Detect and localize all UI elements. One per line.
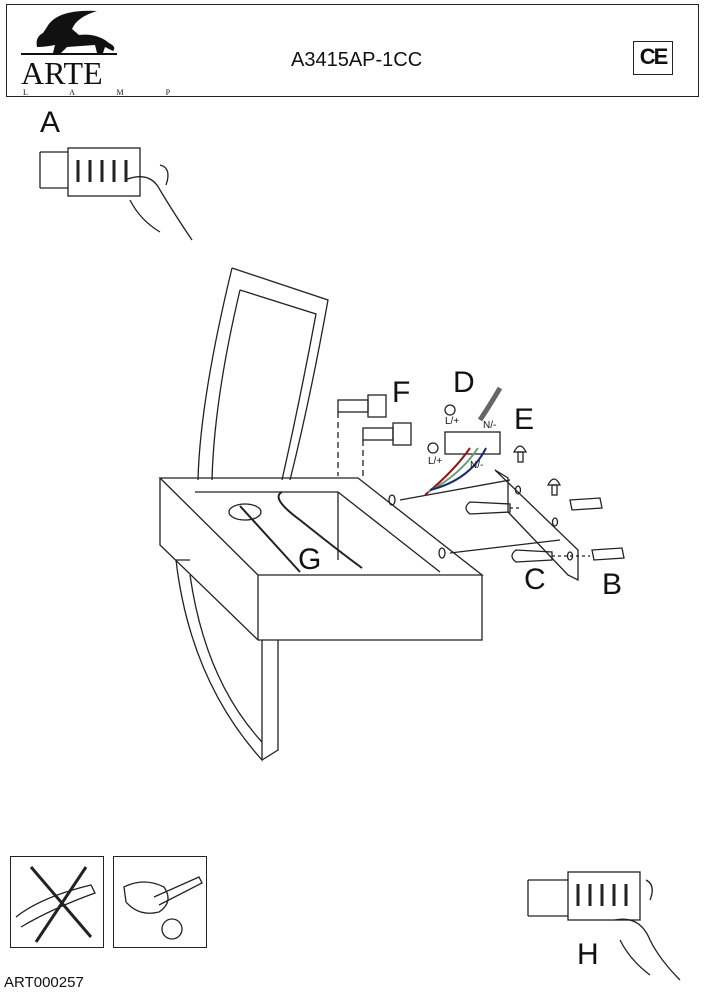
ce-mark: CE <box>633 41 673 75</box>
live-label-top: L/+ <box>445 416 460 427</box>
model-number: A3415AP-1CC <box>291 49 423 71</box>
correct-handling-panel <box>113 856 207 948</box>
screws-c <box>465 501 590 563</box>
step-label-c: C <box>524 563 546 596</box>
terminal-block-step-h <box>527 871 681 981</box>
step-label-b: B <box>602 568 623 601</box>
lamp-base-box <box>158 477 561 641</box>
brand-logo-text: ARTE <box>21 55 103 91</box>
lion-logo-icon <box>21 10 117 55</box>
mounting-bracket <box>494 469 579 582</box>
neutral-label-bottom: N/- <box>470 460 484 471</box>
step-label-g: G <box>298 543 322 576</box>
step-label-d: D <box>453 366 475 399</box>
brand-logo-subtext: L A M P <box>23 88 191 97</box>
live-label-bottom: L/+ <box>428 456 443 467</box>
screws-f <box>337 394 412 476</box>
incorrect-handling-panel <box>10 856 104 948</box>
neutral-label-top: N/- <box>483 420 497 431</box>
step-label-a: A <box>40 106 61 139</box>
cross-mark-icon <box>15 866 96 943</box>
document-code: ART000257 <box>4 974 84 991</box>
lamp-shade <box>175 267 329 762</box>
gloved-hand-icon <box>123 876 203 940</box>
step-label-f: F <box>392 376 411 409</box>
document-header: ARTE L A M P A3415AP-1CC CE <box>6 4 699 97</box>
step-label-e: E <box>514 403 535 436</box>
step-label-h: H <box>577 938 599 971</box>
wiring-d <box>424 386 503 496</box>
terminal-block-step-a <box>39 147 193 241</box>
wall-plugs-b <box>569 497 625 561</box>
screws-e <box>512 445 562 496</box>
